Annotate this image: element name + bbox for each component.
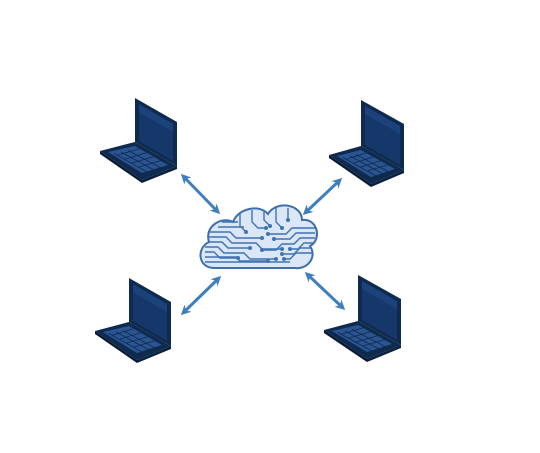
laptop-icon [324, 275, 401, 362]
laptop-icon [95, 278, 171, 363]
circuit-cloud-icon [199, 204, 318, 270]
arrow-bottom-left [180, 275, 222, 316]
arrow-top-right [302, 177, 343, 216]
connections [180, 173, 346, 316]
laptop-icon [329, 100, 404, 187]
arrow-top-left [180, 173, 221, 215]
laptop-icon [100, 98, 177, 183]
arrow-bottom-right [304, 271, 346, 311]
